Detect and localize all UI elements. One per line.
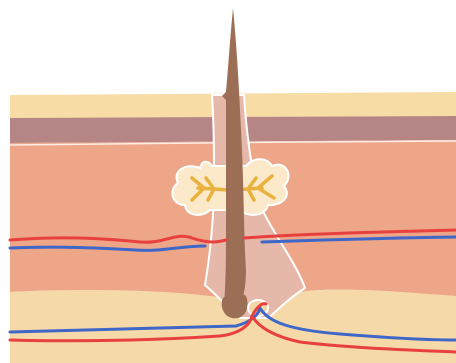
skin-hair-follicle-diagram	[0, 0, 456, 363]
